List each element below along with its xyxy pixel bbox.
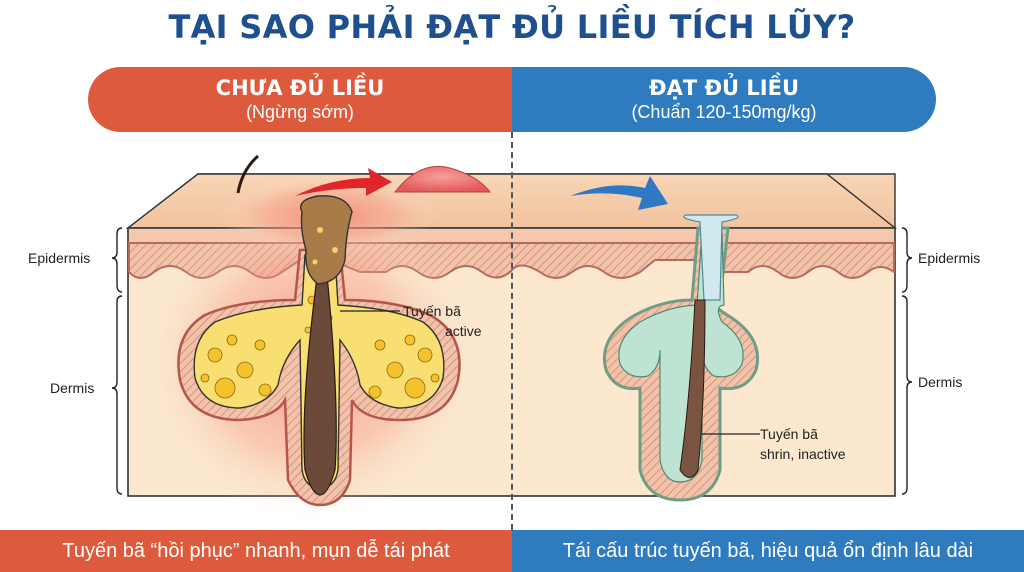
banner-subheading: (Chuẩn 120-150mg/kg): [631, 102, 817, 122]
page-title: TẠI SAO PHẢI ĐẠT ĐỦ LIỀU TÍCH LŨY?: [168, 8, 856, 46]
banner-heading: ĐẠT ĐỦ LIỀU: [648, 76, 800, 100]
label-dermis-left: Dermis: [50, 380, 95, 396]
sebaceous-gland-inactive: [602, 214, 760, 502]
panel-divider: [511, 132, 513, 530]
callout-gland-inactive: Tuyến bã shrin, inactive: [760, 426, 846, 462]
banner-subheading: (Ngừng sớm): [246, 102, 354, 122]
callout-gland-active: Tuyến bã active: [403, 303, 482, 339]
banner-sufficient-dose: ĐẠT ĐỦ LIỀU (Chuẩn 120-150mg/kg): [512, 67, 936, 132]
banner-heading: CHƯA ĐỦ LIỀU: [215, 76, 385, 100]
pimple-bump-icon: [393, 165, 492, 193]
red-arrow-icon: [295, 168, 392, 196]
footer-sufficient-result: Tái cấu trúc tuyến bã, hiệu quả ổn định …: [512, 530, 1024, 572]
label-dermis-right: Dermis: [918, 374, 963, 390]
banner-insufficient-dose: CHƯA ĐỦ LIỀU (Ngừng sớm): [88, 67, 512, 132]
label-epidermis-left: Epidermis: [28, 250, 91, 266]
footer-insufficient-result: Tuyến bã “hồi phục” nhanh, mụn dễ tái ph…: [0, 530, 512, 572]
blue-arrow-icon: [570, 176, 668, 210]
hair-strand-icon: [236, 154, 260, 194]
label-epidermis-right: Epidermis: [918, 250, 981, 266]
sebaceous-gland-active: [177, 195, 461, 507]
